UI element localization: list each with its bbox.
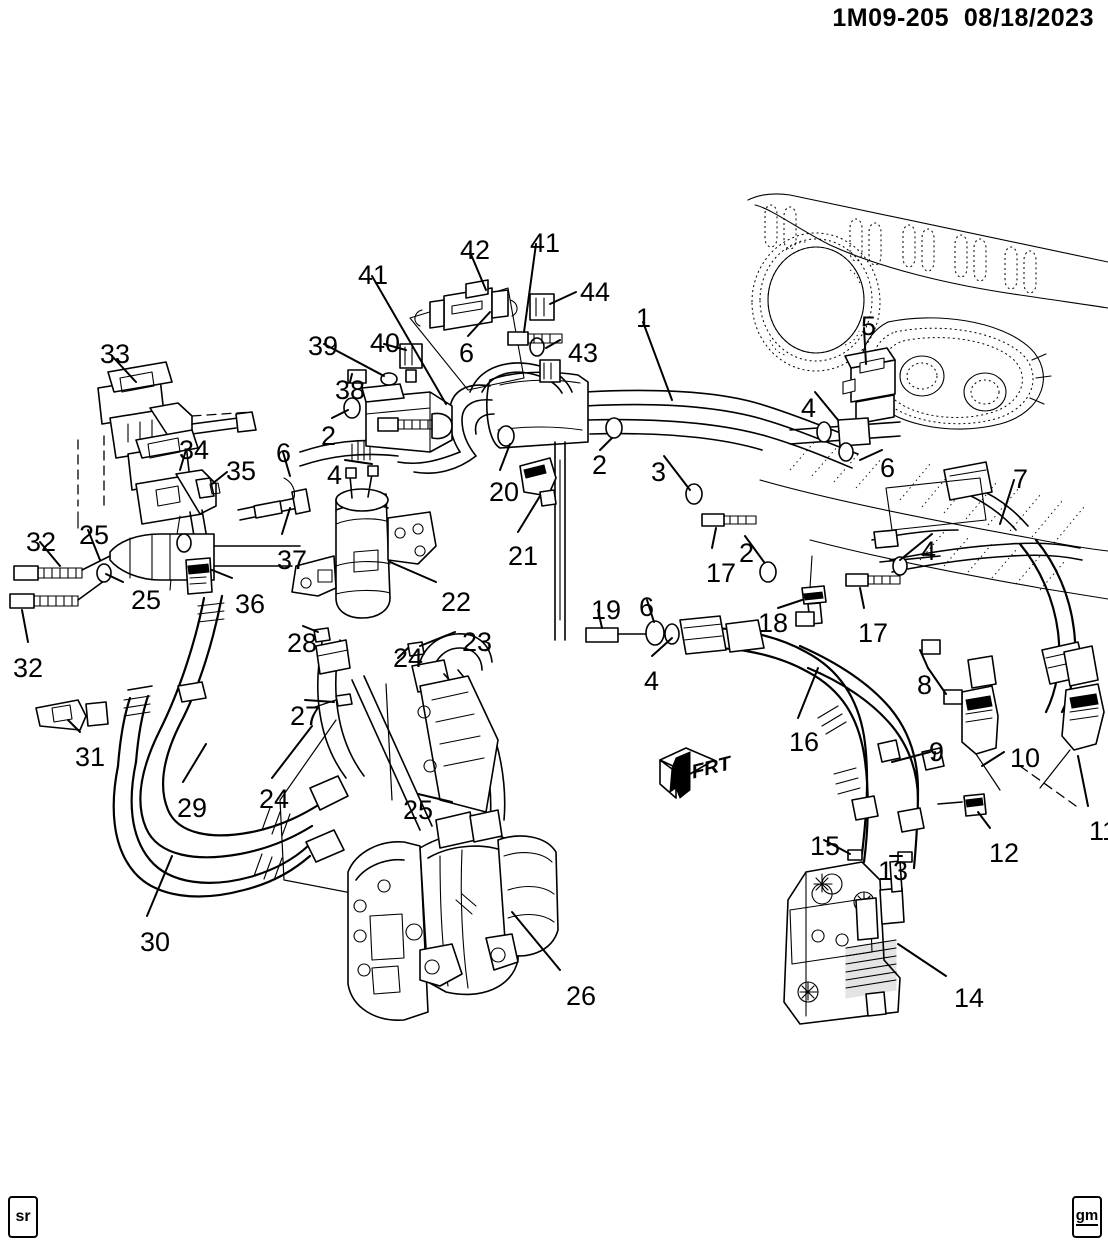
callout-number-9: 9 <box>929 737 945 767</box>
callout-number-22: 22 <box>441 587 472 617</box>
callout-number-18: 18 <box>758 608 789 638</box>
callout-number-24: 24 <box>393 643 424 673</box>
callout-number-30: 30 <box>140 927 171 957</box>
gm-logo-text: gm <box>1075 1207 1099 1226</box>
solenoid-valve-34 <box>127 429 217 591</box>
callout-number-2: 2 <box>321 421 337 451</box>
callout-number-32: 32 <box>13 653 44 683</box>
valve-body-assembly <box>361 343 453 453</box>
callout-number-6: 6 <box>276 438 292 468</box>
callout-number-25: 25 <box>131 585 162 615</box>
callout-number-4: 4 <box>921 536 937 566</box>
callout-number-29: 29 <box>177 793 208 823</box>
right-mid-lines <box>701 417 1087 714</box>
callout-number-35: 35 <box>226 456 257 486</box>
callout-number-21: 21 <box>508 541 539 571</box>
callout-number-4: 4 <box>327 460 343 490</box>
hose-29-30 <box>112 594 349 898</box>
callout-number-3: 3 <box>651 457 667 487</box>
ac-compressor-26 <box>347 809 559 1021</box>
callout-number-16: 16 <box>789 727 820 757</box>
callout-number-15: 15 <box>810 831 841 861</box>
callout-number-17: 17 <box>706 558 737 588</box>
callout-number-31: 31 <box>75 742 106 772</box>
callout-number-4: 4 <box>644 666 660 696</box>
callout-number-13: 13 <box>878 856 909 886</box>
engine-block-background <box>747 193 1108 600</box>
callout-number-20: 20 <box>489 477 520 507</box>
revision-stamp-text: sr <box>15 1208 31 1225</box>
callout-number-41: 41 <box>358 260 389 290</box>
callout-number-34: 34 <box>179 435 210 465</box>
callout-number-6: 6 <box>880 453 896 483</box>
gm-logo-box: gm <box>1072 1196 1102 1238</box>
callout-number-2: 2 <box>739 538 755 568</box>
drawing-header: 1M09-205 08/18/2023 <box>832 4 1094 32</box>
callout-number-1: 1 <box>636 303 652 333</box>
callout-number-23: 23 <box>462 627 493 657</box>
callout-number-6: 6 <box>459 338 475 368</box>
condenser-heat-exchanger-14 <box>783 860 905 1025</box>
callout-number-17: 17 <box>858 618 889 648</box>
callout-number-19: 19 <box>591 595 622 625</box>
accumulator-drier-22 <box>291 465 437 619</box>
revision-stamp-box: sr <box>8 1196 38 1238</box>
callout-number-10: 10 <box>1010 743 1041 773</box>
callout-number-11: 11 <box>1089 816 1108 846</box>
callout-number-44: 44 <box>580 277 611 307</box>
callout-number-39: 39 <box>308 331 339 361</box>
left-suction-rail <box>9 477 311 731</box>
callout-number-4: 4 <box>801 393 817 423</box>
frt-direction-arrow <box>659 747 715 799</box>
leader-lines <box>21 243 1089 977</box>
inset-detail-42 <box>409 279 525 391</box>
callout-number-43: 43 <box>568 338 599 368</box>
callout-number-26: 26 <box>566 981 597 1011</box>
callout-number-2: 2 <box>592 450 608 480</box>
callout-number-37: 37 <box>277 545 308 575</box>
callout-number-40: 40 <box>370 328 401 358</box>
callout-number-41: 41 <box>530 228 561 258</box>
callout-number-14: 14 <box>954 983 985 1013</box>
callout-number-38: 38 <box>335 375 366 405</box>
callout-number-25: 25 <box>79 520 110 550</box>
callout-number-5: 5 <box>861 311 877 341</box>
callout-number-33: 33 <box>100 339 131 369</box>
callout-number-24: 24 <box>259 784 290 814</box>
callout-number-6: 6 <box>639 592 655 622</box>
callout-number-28: 28 <box>287 628 318 658</box>
callout-number-42: 42 <box>460 235 491 265</box>
callout-number-7: 7 <box>1013 464 1029 494</box>
callout-number-8: 8 <box>917 670 933 700</box>
callout-number-25: 25 <box>403 795 434 825</box>
callout-number-12: 12 <box>989 838 1020 868</box>
right-electrical-connectors <box>795 611 1105 817</box>
callout-number-32: 32 <box>26 527 57 557</box>
callout-number-36: 36 <box>235 589 266 619</box>
refrigerant-line-manifold <box>299 359 861 641</box>
callout-number-27: 27 <box>290 701 321 731</box>
